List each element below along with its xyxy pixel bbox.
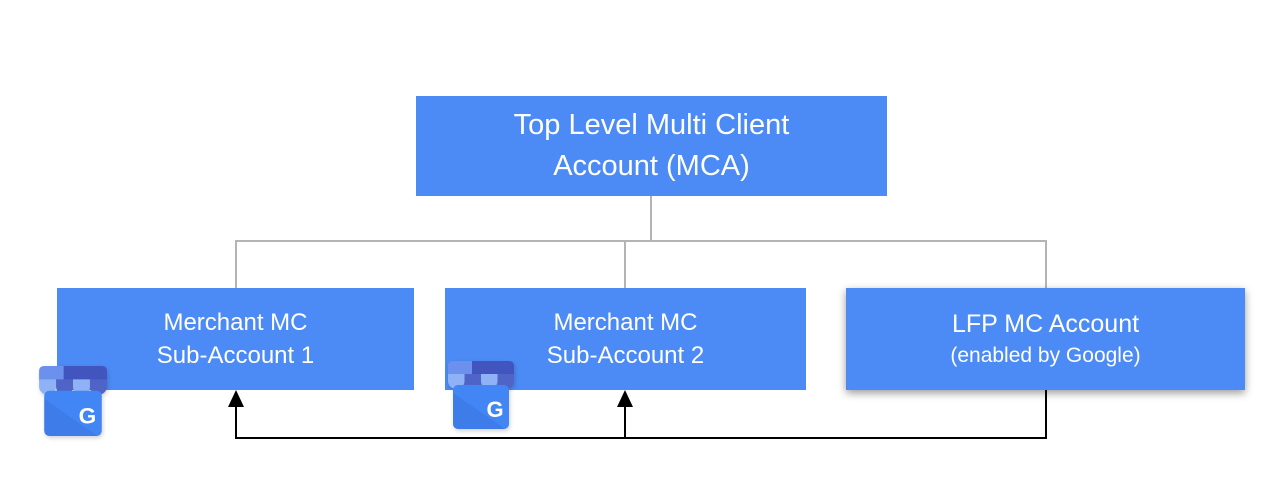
connector-drop-sub1 [235, 240, 237, 288]
connector-root-stem [650, 196, 652, 241]
node-label-line: Merchant MC [553, 309, 698, 336]
feedback-line-to-sub2 [624, 404, 626, 437]
arrowhead-to-sub1 [228, 390, 244, 407]
node-label-line: LFP MC Account [951, 310, 1140, 338]
node-label-line: Merchant MC [163, 309, 308, 336]
node-label-line: (enabled by Google) [950, 344, 1141, 367]
node-top-level-mca: Top Level Multi Client Account (MCA) [416, 96, 887, 196]
icon-letter-g: G [486, 397, 503, 422]
node-label-line: Sub-Account 2 [546, 342, 705, 369]
connector-drop-lfp [1045, 240, 1047, 288]
node-label-line: Account (MCA) [553, 150, 750, 182]
google-business-profile-icon: G [448, 361, 514, 429]
node-lfp-mc-account: LFP MC Account (enabled by Google) [846, 288, 1245, 390]
node-label-line: Top Level Multi Client [513, 109, 790, 141]
node-label-line: Sub-Account 1 [156, 342, 315, 369]
feedback-line-from-lfp [1045, 390, 1047, 439]
node-merchant-sub-account-1: Merchant MC Sub-Account 1 [57, 288, 414, 390]
connector-horizontal-rail [235, 240, 1047, 242]
icon-letter-g: G [79, 404, 97, 429]
google-business-profile-icon: G [39, 366, 107, 436]
connector-drop-sub2 [624, 240, 626, 288]
feedback-line-horizontal [235, 437, 1047, 439]
feedback-line-to-sub1 [235, 404, 237, 437]
arrowhead-to-sub2 [617, 390, 633, 407]
